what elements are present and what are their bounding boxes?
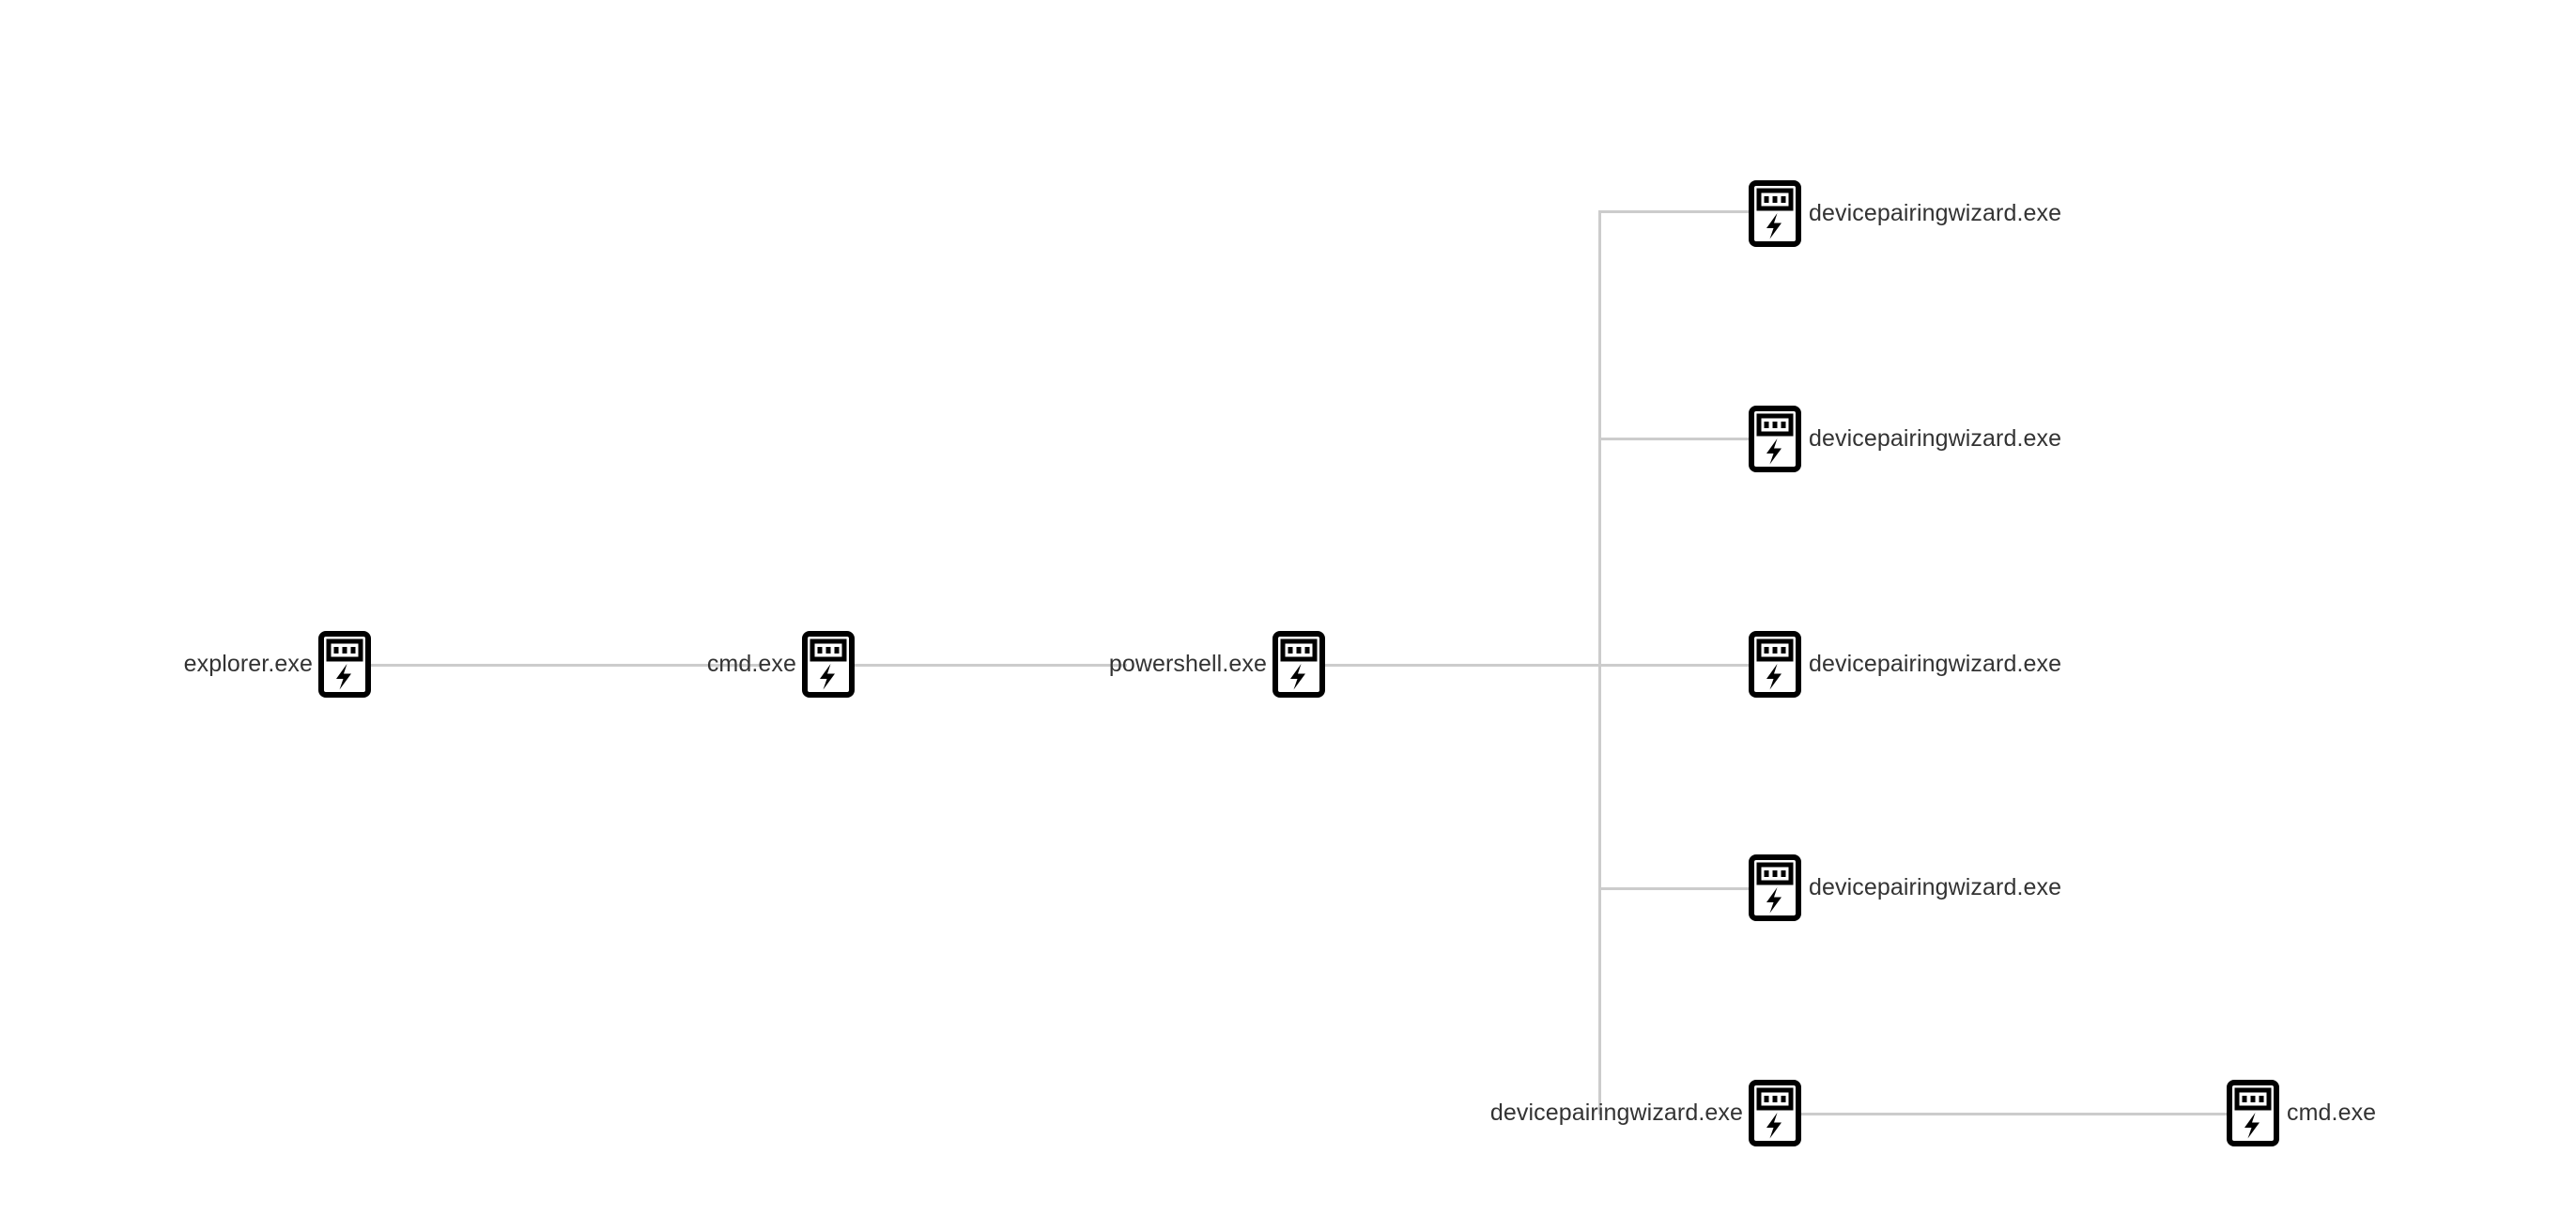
process-label: devicepairingwizard.exe — [1809, 874, 2062, 900]
process-label: cmd.exe — [2287, 1100, 2377, 1126]
process-node-cmd-1[interactable]: cmd.exe — [484, 631, 855, 698]
process-node-dpw-2[interactable]: devicepairingwizard.exe — [1749, 406, 2061, 472]
process-node-powershell[interactable]: powershell.exe — [939, 631, 1325, 698]
process-label: cmd.exe — [706, 651, 796, 677]
process-node-cmd-2[interactable]: cmd.exe — [2227, 1080, 2376, 1146]
process-node-explorer[interactable]: explorer.exe — [0, 631, 371, 698]
process-label: powershell.exe — [1108, 651, 1267, 677]
edge-trunk-vertical — [1598, 210, 1601, 1115]
process-node-dpw-5[interactable]: devicepairingwizard.exe — [1362, 1080, 1801, 1146]
edge-cmd-to-powershell — [855, 664, 1127, 667]
edge-trunk-to-dpw-4 — [1598, 887, 1749, 890]
edge-explorer-to-cmd — [371, 664, 763, 667]
process-executable-icon — [1749, 406, 1801, 472]
process-label: devicepairingwizard.exe — [1809, 651, 2062, 677]
process-label: devicepairingwizard.exe — [1809, 425, 2062, 452]
process-label: devicepairingwizard.exe — [1489, 1100, 1743, 1126]
process-executable-icon — [1749, 631, 1801, 698]
process-node-dpw-1[interactable]: devicepairingwizard.exe — [1749, 180, 2061, 247]
process-executable-icon — [318, 631, 371, 698]
process-executable-icon — [2227, 1080, 2279, 1146]
process-node-dpw-4[interactable]: devicepairingwizard.exe — [1749, 854, 2061, 921]
process-executable-icon — [802, 631, 855, 698]
edge-trunk-to-dpw-2 — [1598, 438, 1749, 440]
process-label: explorer.exe — [183, 651, 313, 677]
process-node-dpw-3[interactable]: devicepairingwizard.exe — [1749, 631, 2061, 698]
edge-dpw-5-to-cmd — [1801, 1113, 2227, 1115]
process-label: devicepairingwizard.exe — [1809, 200, 2062, 226]
edge-powershell-to-trunk — [1325, 664, 1749, 667]
process-executable-icon — [1749, 854, 1801, 921]
process-executable-icon — [1273, 631, 1325, 698]
edge-trunk-to-dpw-1 — [1598, 210, 1749, 213]
process-executable-icon — [1749, 1080, 1801, 1146]
process-executable-icon — [1749, 180, 1801, 247]
